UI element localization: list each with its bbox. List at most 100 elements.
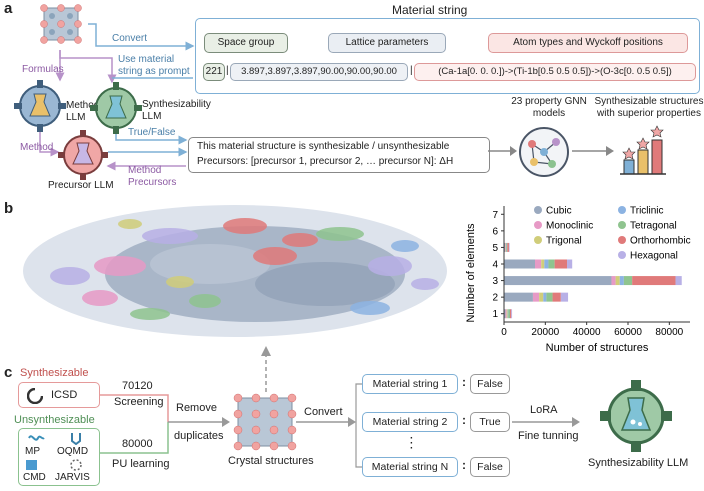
result-line-2: Precursors: [precursor 1, precursor 2, …… [197,156,454,167]
bar-hexagonal-4 [567,259,573,269]
legend-label-orthorhombic: Orthorhombic [630,236,691,247]
bar-tetragonal-3 [623,276,633,286]
legend-label-hexagonal: Hexagonal [630,251,678,262]
bar-triclinic-1 [507,309,509,319]
atom-types-label: Atom types and Wyckoff positions [488,33,688,53]
bar-cubic-2 [504,292,533,302]
synthesizability-llm-label-c: Synthesizability LLM [588,457,689,469]
bar-monoclinic-1 [505,309,507,319]
use-material-string-label: Use material string as prompt [118,54,190,77]
material-string-2: Material string 2 [362,412,458,432]
chart-legend: CubicMonoclinicTrigonalTriclinicTetragon… [534,206,691,262]
y-tick-label: 6 [492,226,498,237]
colon: : [462,375,466,389]
gnn-models-label: 23 property GNN models [511,96,587,119]
legend-marker-cubic [534,206,542,214]
atom [269,441,279,451]
atom [287,425,297,435]
space-group-label: Space group [204,33,288,53]
result-box: This material structure is synthesizable… [188,137,490,173]
crystal-structures-label: Crystal structures [228,455,314,467]
method-llm-icon [14,80,66,132]
bar-cubic-1 [504,309,506,319]
material-string-n: Material string N [362,457,458,477]
count-80000: 80000 [122,438,153,450]
y-tick-label: 7 [492,210,498,221]
superior-properties-chart-icon [620,125,666,175]
convert-label: Convert [112,33,148,44]
remove-label: Remove [176,402,217,414]
false-result-n: False [470,457,510,477]
bar-triclinic-2 [543,292,547,302]
legend-label-trigonal: Trigonal [546,236,582,247]
separator: | [410,65,413,76]
bar-tetragonal-4 [548,259,555,269]
bar-orthorhombic-3 [632,276,676,286]
legend-marker-trigonal [534,236,542,244]
legend-label-cubic: Cubic [546,206,572,217]
mp-label: MP [25,446,40,457]
atom [233,409,243,419]
bar-orthorhombic-1 [509,309,512,319]
bar-orthorhombic-2 [552,292,561,302]
panel-label-c: c [4,364,13,381]
cmd-logo-icon [26,460,37,470]
panel-label-a: a [4,0,13,17]
legend-marker-hexagonal [618,251,626,259]
icsd-label: ICSD [51,389,78,401]
lora-label: LoRA [530,404,558,416]
atom [287,393,297,403]
colon: : [462,413,466,427]
convert-label-c: Convert [304,406,343,418]
synthesizable-structures-label: Synthesizable structures with superior p… [594,96,704,119]
x-tick-label: 40000 [573,327,601,338]
synthesizability-llm-label: Synthesizability LLM [142,99,211,122]
method-precursors-label: Method Precursors [128,165,177,188]
bar-tetragonal-2 [546,292,553,302]
bar-monoclinic-3 [611,276,616,286]
x-tick-label: 60000 [614,327,642,338]
atom [233,393,243,403]
synthesizable-title: Synthesizable [20,367,89,379]
y-tick-label: 2 [492,293,498,304]
bar-hexagonal-3 [675,276,682,286]
mp-logo-icon [28,435,45,441]
atom [251,393,261,403]
bar-trigonal-4 [541,259,545,269]
bar-hexagonal-1 [511,309,513,319]
bar-orthorhombic-4 [554,259,568,269]
x-tick-label: 80000 [655,327,683,338]
bar-trigonal-2 [539,292,544,302]
separator: | [226,65,229,76]
x-axis-label: Number of structures [546,342,649,353]
atom [287,409,297,419]
legend-marker-triclinic [618,206,626,214]
icsd-logo-icon [27,388,43,404]
legend-label-tetragonal: Tetragonal [630,221,677,232]
oqmd-logo-icon [71,433,81,445]
lattice-parameters-label: Lattice parameters [328,33,446,53]
jarvis-logo-icon [70,459,82,471]
bar-monoclinic-4 [535,259,542,269]
material-string-title: Material string [392,3,468,17]
bar-monoclinic-5 [505,242,506,252]
material-string-box [195,18,700,94]
atom [233,441,243,451]
material-string-1: Material string 1 [362,374,458,394]
method-label: Method [20,142,54,153]
ellipsis-vertical: ··· [410,433,414,454]
crystal-structure-icon [40,4,82,44]
x-tick-label: 20000 [531,327,559,338]
atom [287,441,297,451]
unsynthesizable-sources-box: MP OQMD CMD JARVIS [18,428,100,486]
method-llm-label: Method LLM [66,100,100,123]
true-result-2: True [470,412,510,432]
gnn-network-icon [519,127,569,177]
bar-trigonal-1 [506,309,508,319]
crystal-structures-icon [233,393,297,451]
y-axis-label: Number of elements [465,223,477,323]
atom [269,425,279,435]
atom [251,409,261,419]
atom [233,425,243,435]
